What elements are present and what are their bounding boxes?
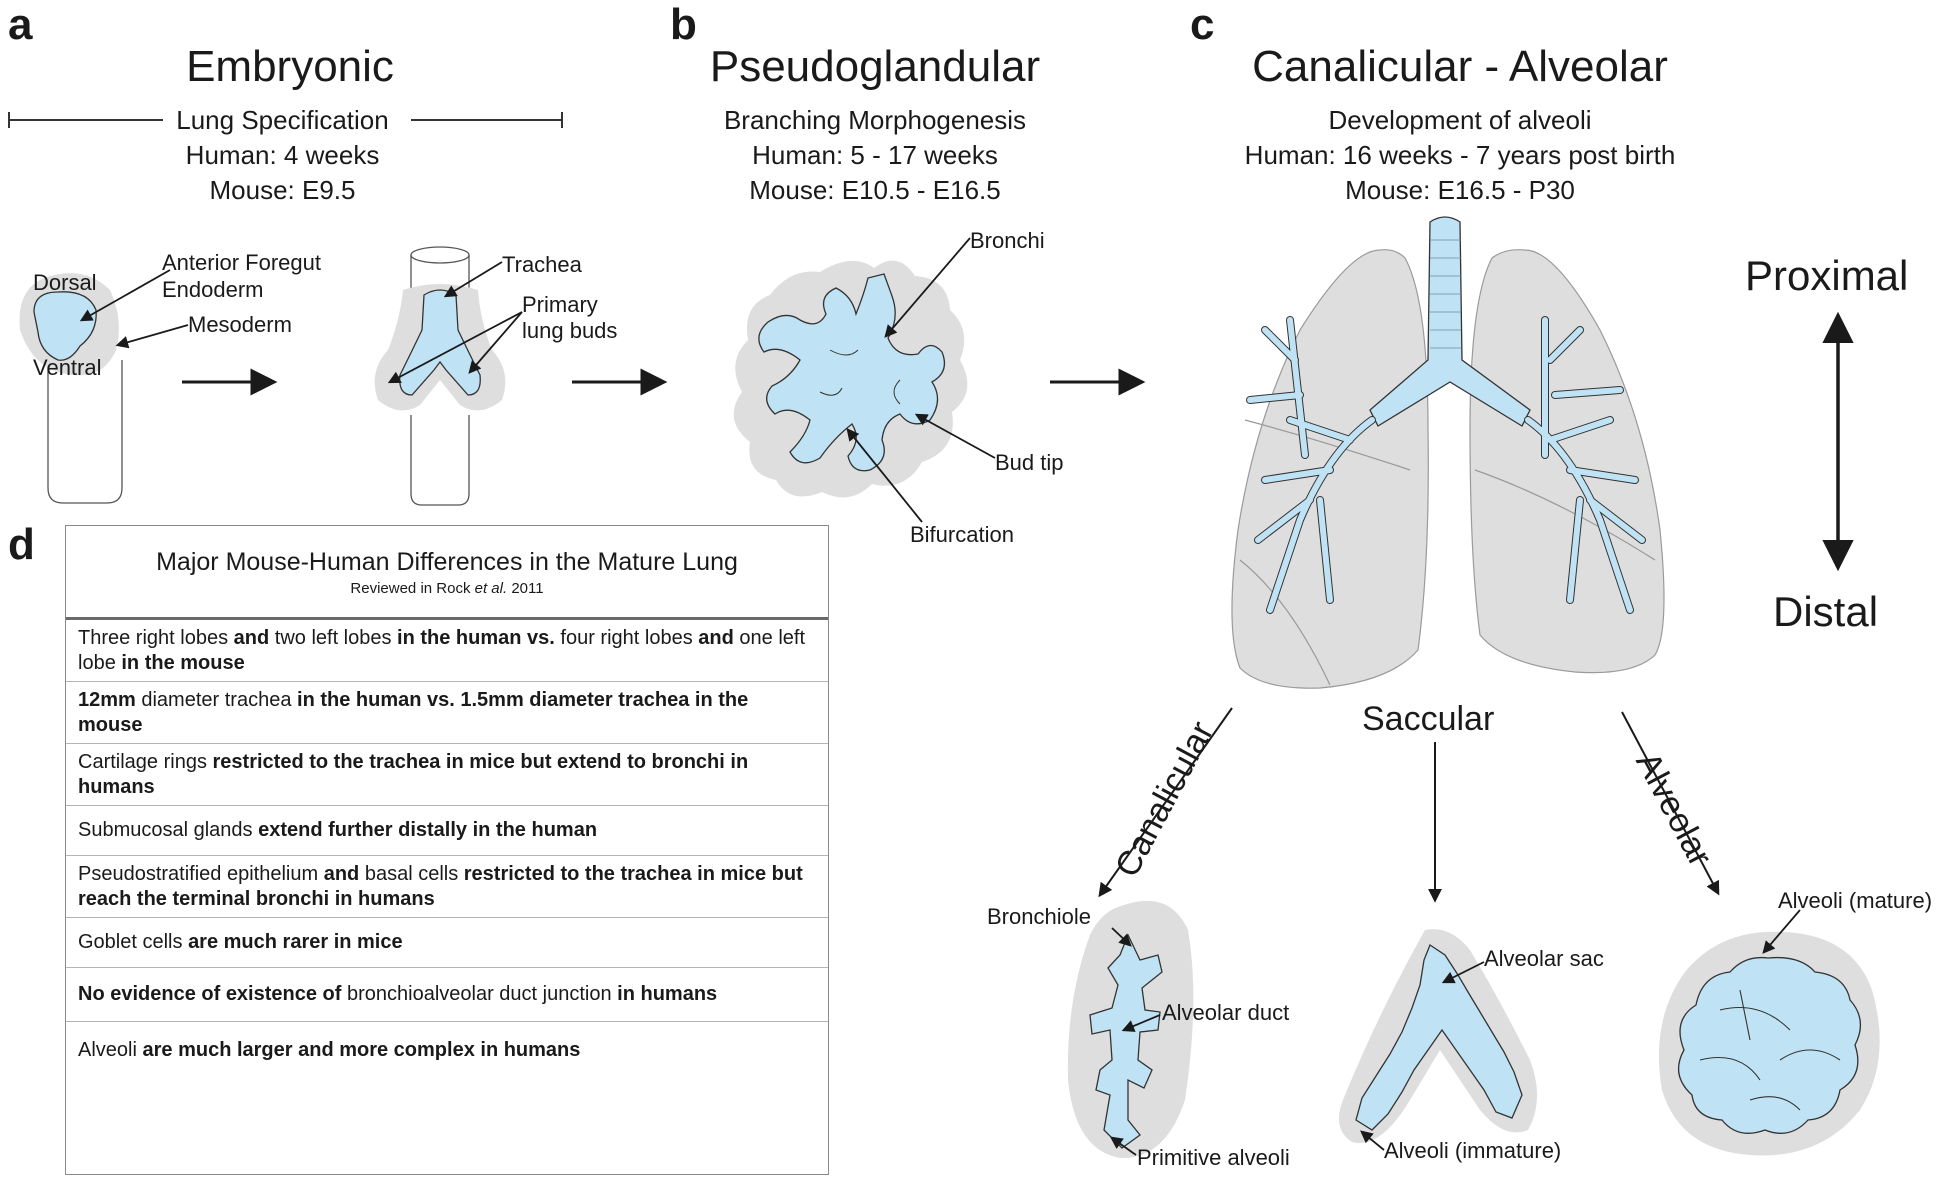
panel-label-a: a [8,0,33,49]
table-row: Submucosal glands extend further distall… [66,806,828,856]
table-row-text: Three right lobes and two left lobes in … [78,626,806,674]
table-row-text: Alveoli are much larger and more complex… [78,1039,581,1061]
panel-label-d: d [8,520,35,569]
lung-bud-embryo-drawing [374,246,506,506]
foregut-label-line2: Endoderm [162,277,264,302]
panel-a-mouse: Mouse: E9.5 [209,175,356,205]
table-row: 12mm diameter trachea in the human vs. 1… [66,682,828,744]
table-row-text: Submucosal glands extend further distall… [78,819,598,841]
alveolar-sac-label: Alveolar sac [1484,946,1604,971]
table-row: Goblet cells are much rarer in mice [66,918,828,968]
dorsal-label: Dorsal [33,270,97,295]
table-row-text: Pseudostratified epithelium and basal ce… [78,862,803,910]
table-title: Major Mouse-Human Differences in the Mat… [156,548,738,576]
panel-label-c: c [1190,0,1215,49]
pseudoglandular-lung-drawing [733,260,968,498]
panel-a-human: Human: 4 weeks [185,140,380,170]
panel-b-title: Pseudoglandular [709,42,1041,91]
table-row-text: No evidence of existence of bronchioalve… [78,983,718,1005]
panel-c-human: Human: 16 weeks - 7 years post birth [1244,140,1676,170]
saccular-stage-label: Saccular [1362,700,1495,738]
foregut-label-line1: Anterior Foregut [162,250,321,275]
panel-a-subtitle: Lung Specification [176,105,389,135]
table-row: Pseudostratified epithelium and basal ce… [66,856,828,918]
alveolar-duct-label: Alveolar duct [1162,1000,1290,1025]
trachea-label: Trachea [502,252,582,277]
lung-buds-label-line2: lung buds [522,318,618,343]
table-row: No evidence of existence of bronchioalve… [66,968,828,1022]
table-row: Cartilage rings restricted to the trache… [66,744,828,806]
mature-lung-drawing [1231,216,1665,689]
panel-b-human: Human: 5 - 17 weeks [752,140,998,170]
table-row-text: 12mm diameter trachea in the human vs. 1… [78,688,749,736]
table-header: Major Mouse-Human Differences in the Mat… [66,526,828,620]
panel-c-mouse: Mouse: E16.5 - P30 [1345,175,1575,205]
table-row: Alveoli are much larger and more complex… [66,1022,828,1079]
proximal-label: Proximal [1745,252,1909,299]
alveolar-arrow [1621,711,1720,896]
lung-specification-bracket [8,112,563,128]
bud-tip-label: Bud tip [995,450,1064,475]
table-row: Three right lobes and two left lobes in … [66,620,828,682]
bifurcation-label: Bifurcation [910,522,1014,547]
table-citation: Reviewed in Rock et al. 2011 [350,580,544,597]
mesoderm-label: Mesoderm [188,312,292,337]
differences-table: Major Mouse-Human Differences in the Mat… [65,525,829,1175]
foregut-embryo-drawing [19,273,123,504]
bronchiole-label: Bronchiole [987,904,1091,929]
saccular-drawing [1338,929,1538,1144]
panel-c-title: Canalicular - Alveolar [1252,42,1668,91]
alveoli-mature-label: Alveoli (mature) [1778,888,1933,913]
panel-label-b: b [670,0,697,49]
canalicular-drawing [1067,900,1194,1159]
table-row-text: Goblet cells are much rarer in mice [78,931,403,953]
alveolar-drawing [1658,931,1880,1156]
lung-buds-label-line1: Primary [522,292,598,317]
panel-b-subtitle: Branching Morphogenesis [723,105,1027,135]
table-body: Three right lobes and two left lobes in … [66,620,828,1079]
panel-b-mouse: Mouse: E10.5 - E16.5 [749,175,1001,205]
table-row-text: Cartilage rings restricted to the trache… [78,750,749,798]
distal-label: Distal [1773,588,1879,635]
panel-a-title: Embryonic [186,42,394,91]
alveoli-immature-label: Alveoli (immature) [1384,1138,1562,1163]
bronchi-label: Bronchi [970,228,1045,253]
ventral-label: Ventral [33,355,102,380]
canalicular-arrow [1098,707,1233,898]
primitive-alveoli-label: Primitive alveoli [1137,1145,1290,1170]
panel-c-subtitle: Development of alveoli [1328,105,1592,135]
